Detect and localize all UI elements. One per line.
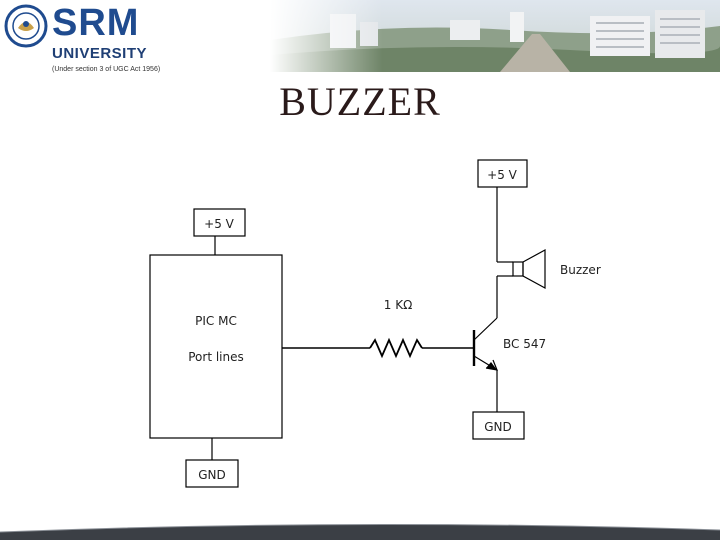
campus-banner-image: [270, 0, 720, 72]
mcu-label-1: PIC MC: [195, 314, 237, 328]
buzzer-supply-box: [477, 159, 528, 188]
resistor-symbol: [369, 337, 423, 359]
logo-subtitle: (Under section 3 of UGC Act 1956): [52, 66, 161, 73]
transistor-label: BC 547: [503, 337, 546, 351]
university-emblem-icon: [4, 4, 48, 48]
transistor-collector: [473, 317, 498, 341]
mcu-block: [149, 254, 283, 439]
slide-title: BUZZER: [279, 79, 441, 124]
resistor-label: 1 KΩ: [384, 298, 413, 312]
buzzer-horn: [522, 248, 546, 290]
transistor-ground-label: GND: [484, 420, 512, 434]
mcu-ground-box: [185, 459, 239, 488]
logo-name: SRM: [52, 2, 140, 44]
buzzer-body: [512, 261, 524, 277]
mcu-label-2: Port lines: [188, 350, 244, 364]
mcu-supply-label: +5 V: [204, 217, 235, 231]
mcu-supply-box: [193, 208, 246, 237]
buzzer-label: Buzzer: [560, 263, 601, 277]
mcu-ground-label: GND: [198, 468, 226, 482]
transistor-ground-box: [472, 411, 525, 440]
buzzer-supply-label: +5 V: [487, 168, 518, 182]
logo-university: UNIVERSITY: [52, 45, 148, 62]
